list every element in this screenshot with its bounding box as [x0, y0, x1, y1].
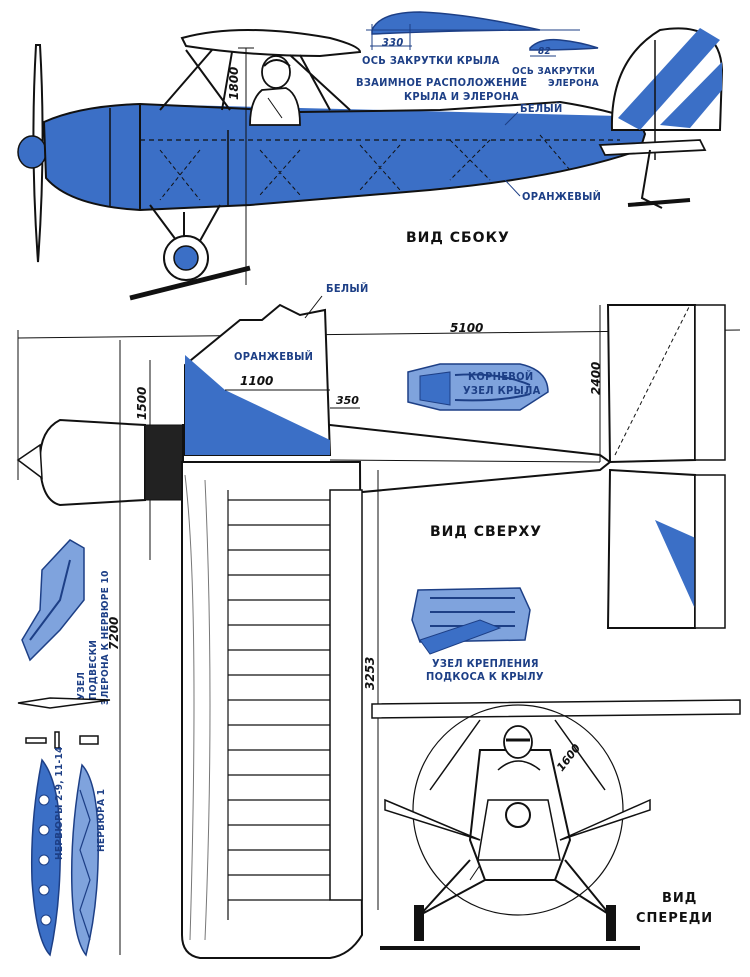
side-view: 1800 330 82 ОСЬ ЗАКРУТКИ КРЫЛА ОСЬ ЗАКРУ… [17, 11, 724, 301]
top-view: 5100 1500 1100 350 БЕЛЫЙ ОРАНЖЕВЫЙ КОРНЕ… [16, 282, 741, 959]
label-aileron-hinge-1: УЗЕЛ [76, 672, 87, 700]
dim-1500: 1500 [135, 387, 149, 420]
label-aileron-hinge-2: ПОДВЕСКИ [88, 640, 99, 700]
label-aileron-twist-axis-1: ОСЬ ЗАКРУТКИ [512, 66, 595, 77]
dim-350: 350 [336, 394, 359, 407]
label-white-side: БЕЛЫЙ [520, 102, 563, 115]
upper-wing-side [180, 29, 362, 58]
dim-330: 330 [382, 36, 404, 49]
label-orange-top: ОРАНЖЕВЫЙ [234, 350, 313, 363]
label-strut-node-1: УЗЕЛ КРЕПЛЕНИЯ [432, 657, 539, 670]
title-front-view-2: СПЕРЕДИ [636, 911, 713, 926]
dim-82: 82 [538, 46, 551, 57]
dim-5100: 5100 [450, 321, 483, 335]
small-fittings [25, 731, 99, 749]
dim-1100: 1100 [240, 374, 273, 388]
label-strut-node-2: ПОДКОСА К КРЫЛУ [426, 670, 544, 683]
propeller-disc [412, 704, 624, 916]
front-view: 1600 ВИД СПЕРЕДИ [371, 699, 741, 950]
root-wing-node [407, 363, 549, 411]
spinner-side [17, 135, 47, 169]
label-aileron-twist-axis-2: ЭЛЕРОНА [548, 78, 599, 89]
rib-1 [70, 763, 99, 957]
dim-1800: 1800 [227, 67, 241, 100]
aileron-hinge-node [21, 539, 85, 662]
fuselage-orange-side [44, 104, 645, 210]
title-top-view: ВИД СВЕРХУ [430, 524, 542, 540]
strut-wing-node [411, 587, 531, 655]
title-front-view-1: ВИД [662, 891, 697, 906]
dim-3253: 3253 [363, 657, 377, 690]
lower-wing-top [181, 461, 364, 959]
pilot-side [249, 55, 301, 126]
label-ribs-a: НЕРВЮРЫ 2-9, 11-14 [54, 746, 65, 860]
label-relative-position-1: ВЗАИМНОЕ РАСПОЛОЖЕНИЕ [356, 76, 527, 89]
label-wing-twist-axis: ОСЬ ЗАКРУТКИ КРЫЛА [362, 54, 500, 67]
engine-cowling-top [38, 418, 146, 507]
dim-7200: 7200 [107, 617, 121, 650]
left-details: УЗЕЛ ПОДВЕСКИ ЭЛЕРОНА К НЕРВЮРЕ 10 НЕРВЮ… [17, 539, 111, 957]
title-side-view: ВИД СБОКУ [406, 230, 510, 246]
dim-1600: 1600 [554, 741, 583, 773]
dim-2400: 2400 [589, 362, 603, 395]
label-orange-side: ОРАНЖЕВЫЙ [522, 190, 601, 203]
upper-wing-front [371, 699, 741, 719]
label-root-node-1: КОРНЕВОЙ [468, 370, 533, 383]
airfoil-sketches [366, 11, 599, 57]
label-relative-position-2: КРЫЛА И ЭЛЕРОНА [404, 90, 519, 103]
label-root-node-2: УЗЕЛ КРЫЛА [463, 384, 541, 397]
label-white-top: БЕЛЫЙ [326, 282, 369, 295]
label-ribs-b: НЕРВЮРА 1 [96, 789, 107, 852]
pilot-front [497, 725, 541, 771]
label-aileron-hinge-3: ЭЛЕРОНА К НЕРВЮРЕ 10 [100, 570, 111, 705]
stabilizer-top [606, 304, 696, 464]
